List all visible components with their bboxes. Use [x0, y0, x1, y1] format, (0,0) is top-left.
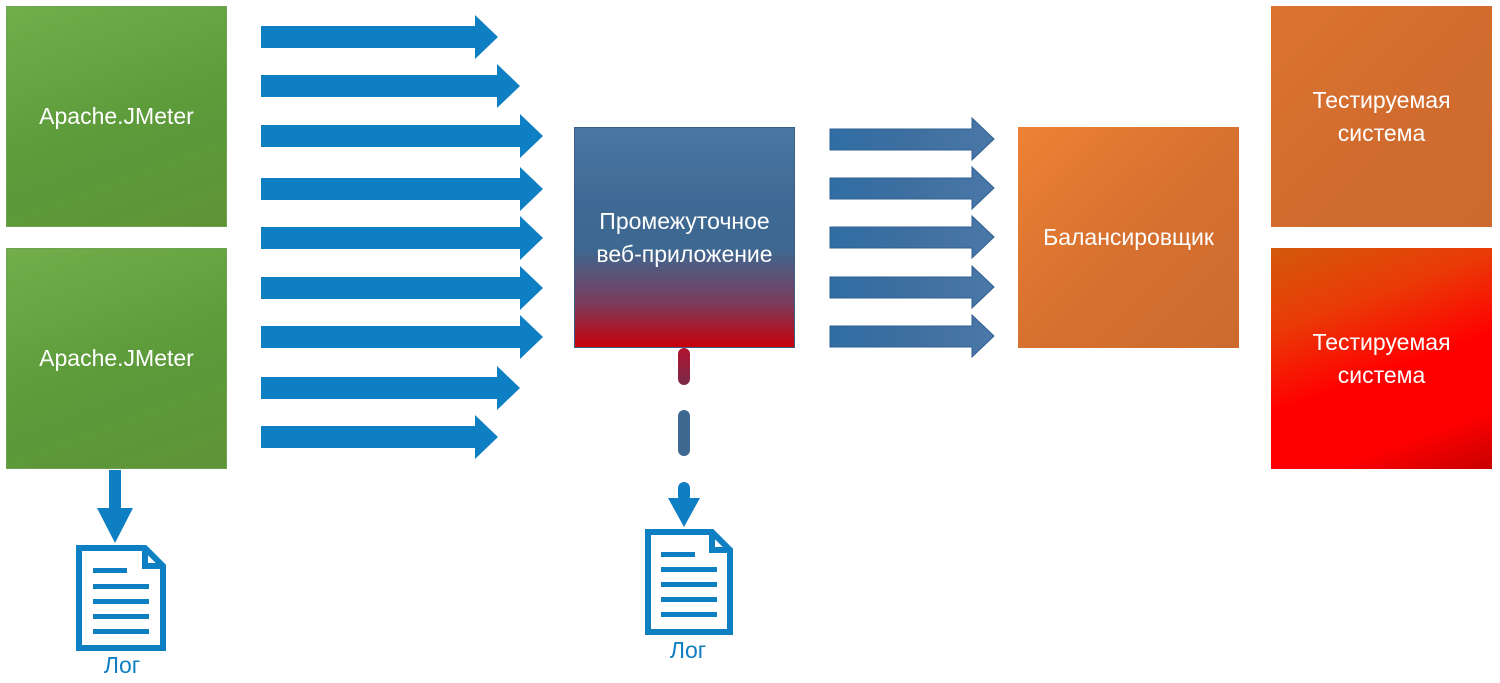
proxy-web-app-node: Промежуточное веб-приложение	[574, 127, 795, 348]
jmeter-node-2: Apache.JMeter	[6, 248, 227, 469]
jmeter-request-arrows	[261, 15, 543, 459]
jmeter-log-label: Лог	[103, 652, 141, 678]
request-arrow	[261, 216, 543, 260]
request-arrow	[261, 64, 520, 108]
jmeter-node-label: Apache.JMeter	[39, 345, 194, 371]
request-arrow	[261, 266, 543, 310]
proxy-forward-arrows	[829, 116, 995, 359]
forward-arrow	[829, 264, 995, 310]
proxy-node-label: Промежуточное веб-приложение	[596, 207, 773, 267]
forward-arrow	[829, 313, 995, 359]
system-under-test-node-1: Тестируемая система	[1271, 6, 1492, 227]
system-node-label: Тестируемая система	[1312, 328, 1451, 388]
system-node-label: Тестируемая система	[1312, 86, 1451, 146]
balancer-node-label: Балансировщик	[1043, 224, 1214, 250]
request-arrow	[261, 366, 520, 410]
forward-arrow	[829, 165, 995, 211]
forward-arrow	[829, 214, 995, 260]
document-icon	[645, 529, 733, 635]
jmeter-node-label: Apache.JMeter	[39, 103, 194, 129]
proxy-log-connector	[668, 348, 700, 527]
request-arrow	[261, 15, 498, 59]
request-arrow	[261, 315, 543, 359]
request-arrow	[261, 415, 498, 459]
proxy-log-label: Лог	[669, 637, 707, 663]
jmeter-node-1: Apache.JMeter	[6, 6, 227, 227]
forward-arrow	[829, 116, 995, 162]
system-under-test-node-2: Тестируемая система	[1271, 248, 1492, 469]
document-icon	[76, 545, 166, 651]
jmeter-log-arrow	[97, 470, 133, 543]
request-arrow	[261, 167, 543, 211]
request-arrow	[261, 114, 543, 158]
balancer-node: Балансировщик	[1018, 127, 1239, 348]
